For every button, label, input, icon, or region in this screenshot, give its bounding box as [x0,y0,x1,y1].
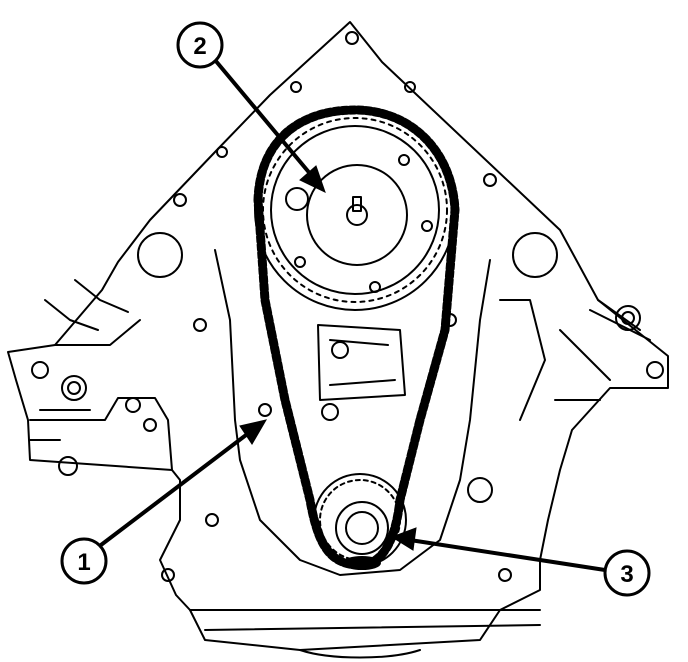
camshaft-hole [398,154,410,166]
crankshaft-bore [345,511,379,545]
callout-3-label: 3 [620,561,633,588]
left-bank-bolt [58,456,78,476]
right-bank-bolt [483,173,497,187]
left-bank-port [137,232,183,278]
crankshaft-hub [335,501,389,555]
guide-bolt [321,403,339,421]
timing-cover-face [214,249,491,576]
chain-tensioner [317,324,406,401]
block-bolt [161,568,175,582]
camshaft-hole [294,256,306,268]
camshaft-center-bolt [346,204,368,226]
block-bolt [143,418,157,432]
left-bank-bolt [31,361,49,379]
callout-2-arrowhead [299,165,326,193]
camshaft-hole [421,220,433,232]
block-bolt [258,403,272,417]
camshaft-dowel [285,187,309,211]
timing-chain [253,105,460,570]
callout-1-leader [95,430,252,550]
block-bolt [443,313,457,327]
crankshaft-timing-mark [343,556,381,570]
block-bolt [498,568,512,582]
right-bank-port [512,232,558,278]
right-bank-bolt [621,311,635,325]
top-bolt [173,193,187,207]
right-bank-bolt [615,305,641,331]
block-bolt [467,477,493,503]
left-bank-bolt [125,397,141,413]
left-bank-detail [29,279,173,471]
camshaft-keyway [352,196,362,212]
callout-2-bubble [176,21,224,69]
callout-2-label: 2 [193,33,206,60]
top-bolt [290,81,302,93]
callout-2-leader [213,58,314,178]
crankshaft-sprocket [313,473,407,567]
callout-1-bubble [60,537,108,585]
callout-3-bubble [603,549,651,597]
camshaft-sprocket-inner-ring [270,125,440,295]
left-bank-bolt [61,375,87,401]
tensioner-bolt [331,341,349,359]
callout-1-label: 1 [77,549,90,576]
top-bolt [345,31,359,45]
top-bolt [216,146,228,158]
oil-pan-lip [189,609,541,659]
camshaft-hub [306,164,408,266]
right-bank-bolt [646,361,664,379]
block-bolt [193,318,207,332]
callout-1-arrowhead [239,419,268,445]
right-bank-detail [499,299,651,421]
top-bolt [404,81,416,93]
callout-3-leader [408,538,607,572]
camshaft-hole [369,281,381,293]
block-bolt [205,513,219,527]
crankshaft-sprocket-teeth [319,479,401,561]
left-bank-bolt [67,381,81,395]
callout-3-arrowhead [390,527,417,551]
